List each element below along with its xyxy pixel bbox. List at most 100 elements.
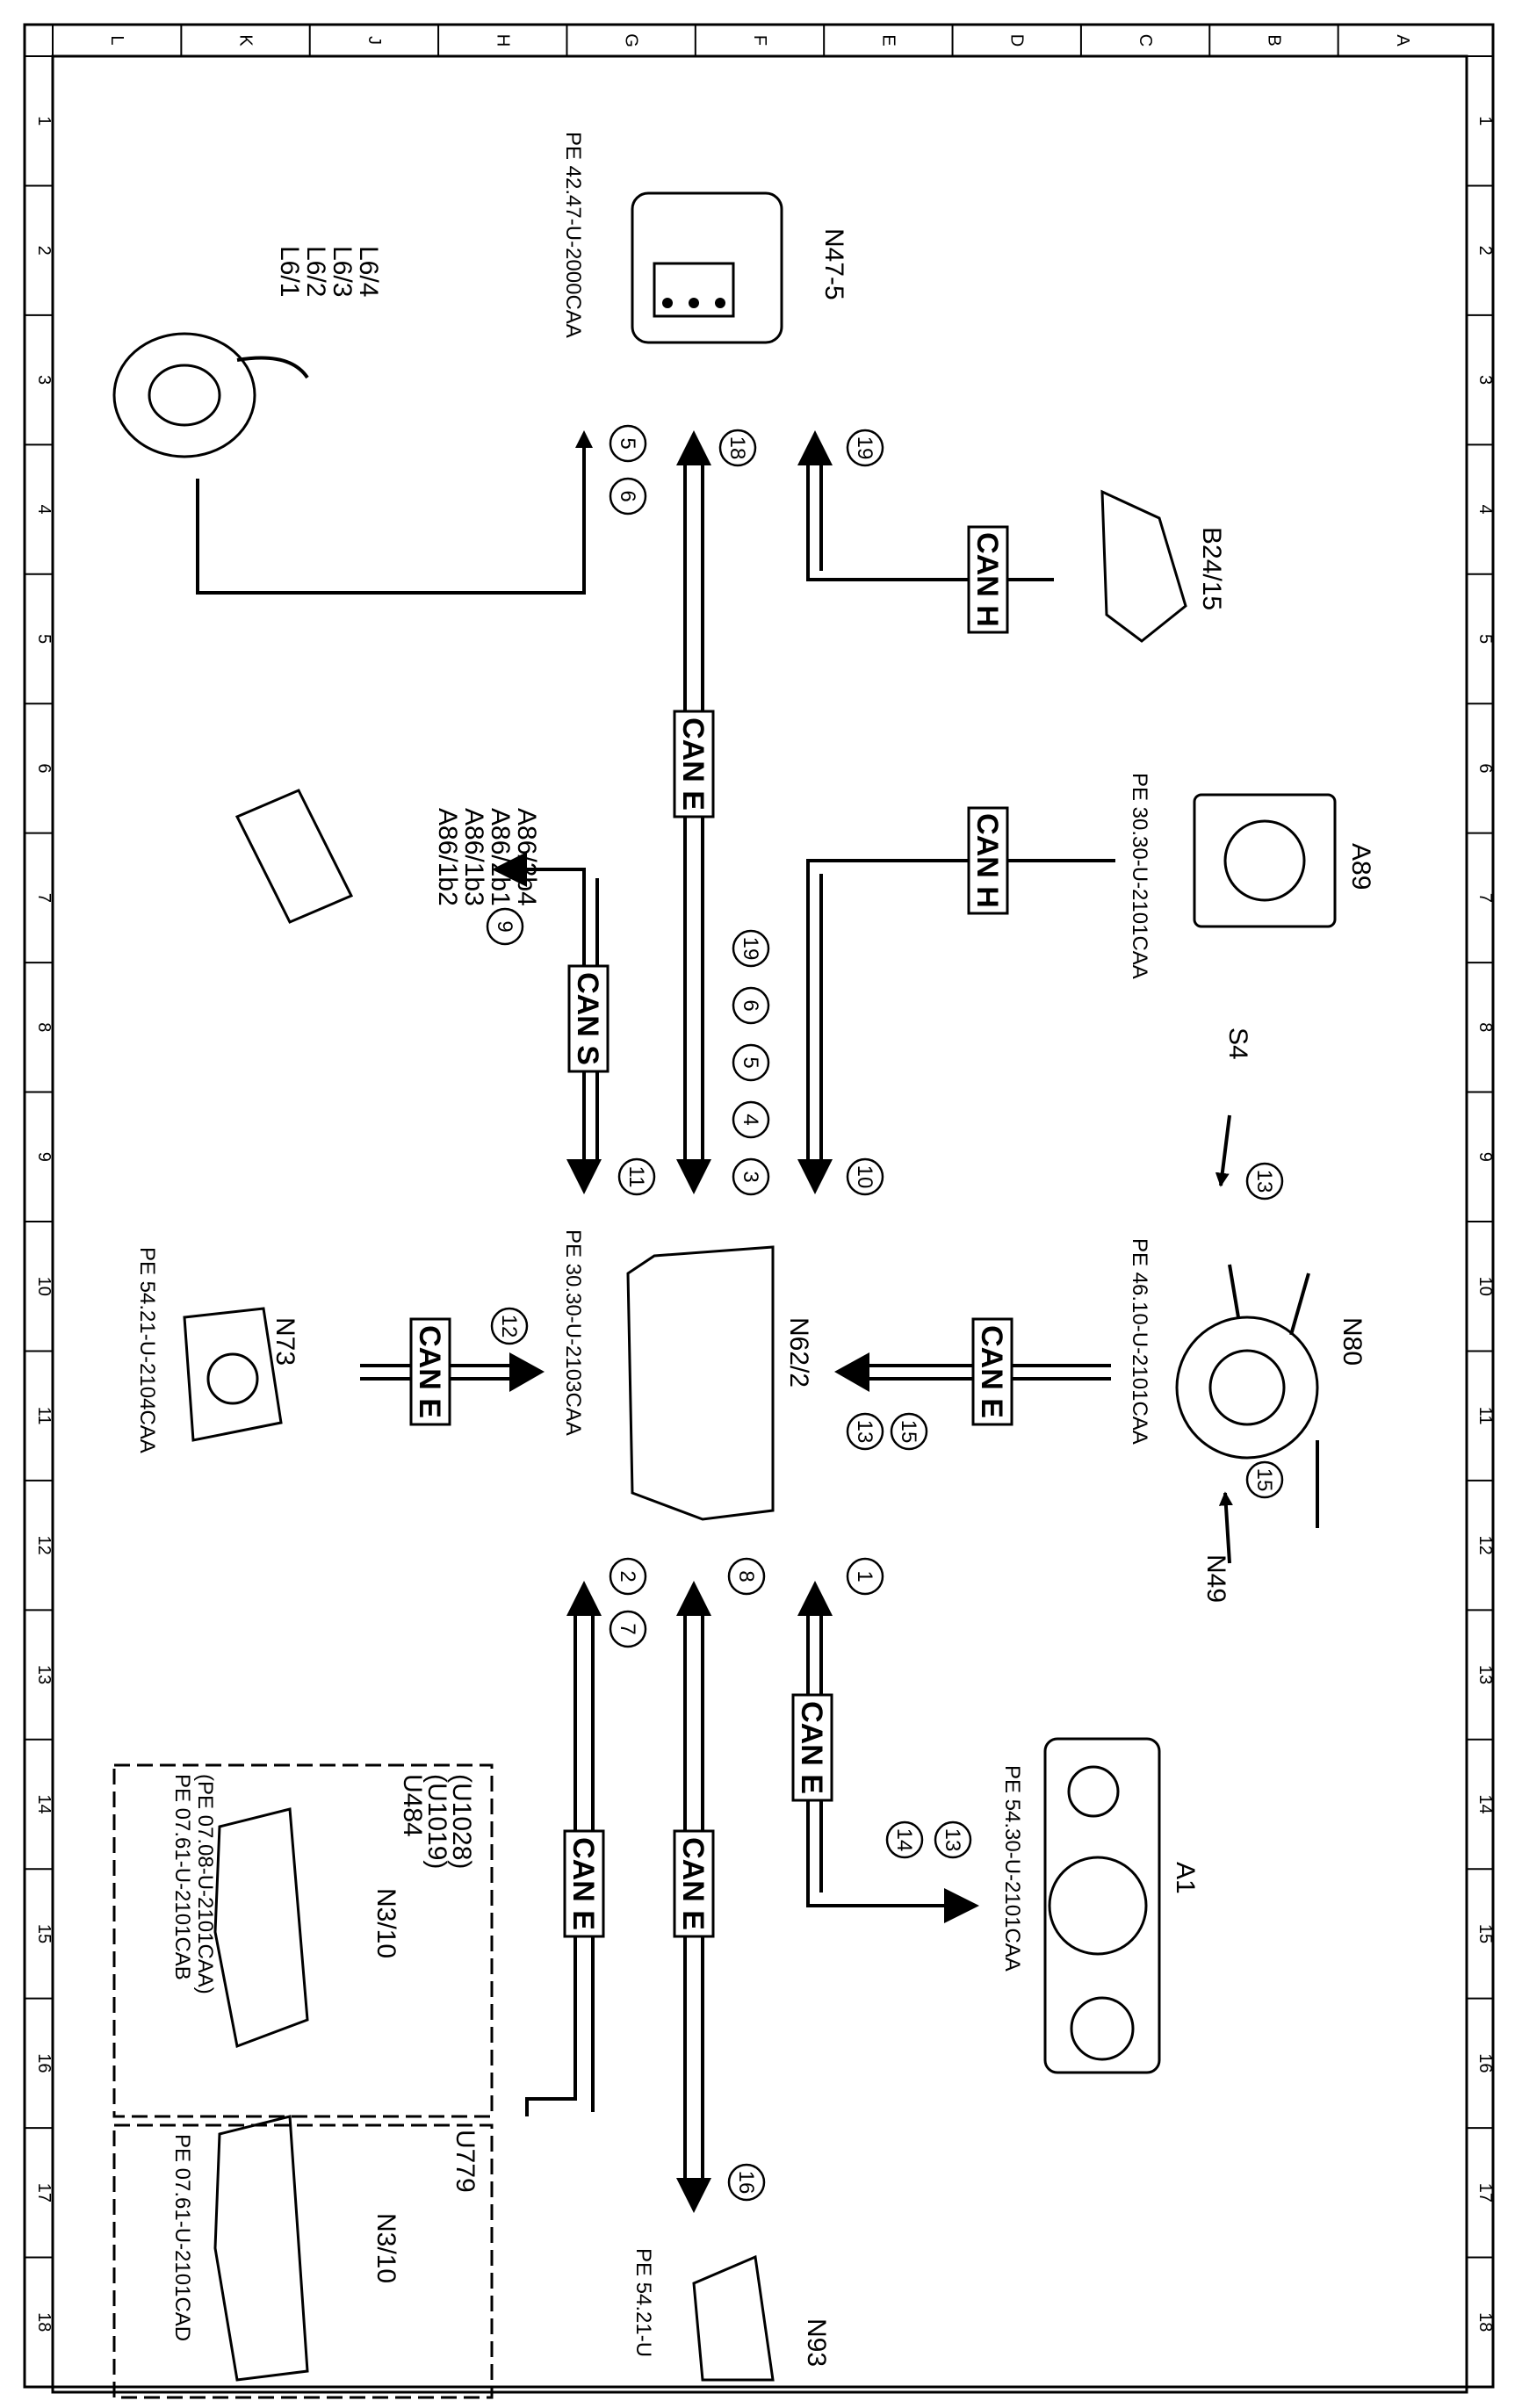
can-label: CAN E [791,1693,833,1802]
svg-text:13: 13 [1252,1170,1276,1193]
can-label-text: CAN E [975,1325,1008,1418]
label-line: A86/2b1 [486,808,515,906]
can-h-a89-line [806,859,1115,1159]
n80-ref-group: PE 46.10-U-2101CAA [1128,1238,1151,1445]
n62-ref-group: PE 30.30-U-2103CAA [561,1229,585,1436]
n73-label: N73 [270,1317,299,1366]
signal-number: 11 [617,1157,656,1196]
n49-label-group: N49 [1201,1554,1230,1603]
can-label: CAN E [563,1829,605,1938]
signal-number: 15 [890,1412,928,1451]
svg-text:13: 13 [941,1828,964,1852]
a1-label-group: A1 [1171,1862,1200,1894]
n80-label: N80 [1338,1317,1367,1366]
svg-text:1: 1 [853,1570,876,1582]
a89-ref: PE 30.30-U-2101CAA [1128,773,1151,979]
signal-number: 15 [1245,1460,1284,1499]
n62-component [626,1245,775,1521]
signal-number: 8 [727,1557,766,1596]
a1-component [1043,1737,1161,2074]
svg-text:5: 5 [739,1056,762,1068]
can-h-b24-line [806,465,1054,581]
n3-10-b-code-group: U779 [451,2130,480,2193]
can-label: CAN E [673,1829,715,1938]
grid-row-label: 18 [34,2312,54,2332]
n3-10-b-ref-group: PE 07.61-U-2101CAD [170,2134,194,2341]
can-label-text: CAN S [571,972,604,1065]
svg-text:15: 15 [1252,1468,1276,1492]
n93-component [692,2254,775,2382]
svg-text:19: 19 [739,937,762,961]
a89-component [1193,793,1337,928]
n93-ref-group: PE 54.21-U [631,2248,655,2357]
grid-row-label: 2 [1475,246,1495,256]
grid-row-label: 5 [1475,634,1495,644]
svg-text:13: 13 [853,1420,876,1444]
a89-label: A89 [1346,843,1375,890]
signal-number: 6 [732,986,770,1025]
grid-column-label: E [878,34,898,46]
arrow-n62-1 [797,1581,833,1616]
grid-row-label: 4 [34,504,54,514]
svg-text:14: 14 [892,1828,916,1852]
grid-row-label: 1 [34,116,54,126]
grid-row-label: 6 [1475,763,1495,773]
u484-dashed-box [112,1763,494,2118]
n3-10-b-label: N3/10 [371,2213,400,2283]
grid-row-label: 8 [1475,1022,1495,1032]
label-line: A86/2b4 [512,808,541,906]
grid-row-label: 6 [34,763,54,773]
grid-row-label: 7 [1475,893,1495,903]
signal-number: 5 [732,1043,770,1082]
can-label-text: CAN H [970,532,1004,627]
arrow-n62-8 [676,1581,711,1616]
n3-10-a-component [213,1807,309,2049]
grid-row-label: 3 [34,375,54,385]
n80-component [1175,1264,1319,1528]
n3-10-a-refs-group: PE 07.61-U-2101CAB(PE 07.08-U-2101CAA) [170,1774,217,1994]
grid-row-label: 13 [1475,1665,1495,1684]
svg-text:19: 19 [853,436,876,460]
n3-10-b-label-group: N3/10 [371,2213,400,2283]
can-label-text: CAN E [566,1837,600,1930]
label-line: L6/1 [275,246,304,297]
signal-number: 13 [1245,1162,1284,1200]
arrow-a86 [492,852,527,887]
grid-row-label: 16 [1475,2053,1495,2073]
grid-row-label: 5 [34,634,54,644]
grid-row-label: 14 [1475,1794,1495,1813]
svg-text:7: 7 [616,1623,639,1634]
svg-text:10: 10 [853,1165,876,1189]
grid-row-label: 8 [34,1022,54,1032]
label-line: L6/3 [328,246,357,297]
grid-column-label: K [236,34,256,47]
arrow-n62-3 [676,1159,711,1194]
grid-column-label: J [364,36,384,45]
n47-label: N47-5 [819,228,848,300]
arrow-n62-12 [509,1352,545,1392]
n3-10-a-codes-group: U484(U1019)(U1028) [398,1774,476,1869]
label-line: L6/4 [354,246,383,297]
signal-number: 2 [609,1557,647,1596]
a1-ref: PE 54.30-U-2101CAA [1000,1765,1024,1972]
n80-label-group: N80 [1338,1317,1367,1366]
label-line: (U1019) [422,1774,451,1869]
grid-column-label: G [622,33,641,47]
s4-pointer [1215,1114,1231,1187]
l6-label-group: L6/1L6/2L6/3L6/4 [275,246,383,297]
n3-10-b-ref: PE 07.61-U-2101CAD [170,2134,194,2341]
a89-label-group: A89 [1346,843,1375,890]
can-label: CAN E [971,1317,1013,1426]
grid-row-label: 13 [34,1665,54,1684]
n3-10-b-component [213,2115,309,2382]
n93-label: N93 [802,2318,831,2367]
arrow-n47-18 [676,430,711,465]
inner-frame [51,54,1468,2394]
grid-row-label: 11 [34,1407,54,1425]
can-label-text: CAN E [795,1701,828,1794]
grid-row-label: 14 [34,1794,54,1813]
